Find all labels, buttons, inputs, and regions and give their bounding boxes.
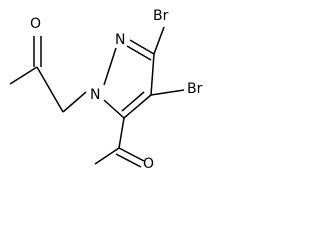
atom-nitrogen-n1: N [90,87,100,103]
bond-c5-acetyl-c [118,117,125,149]
bond-c4-c5-double [121,91,152,119]
bond-c4-br-right [150,89,185,96]
bond-ketone-c-ch2 [36,66,64,113]
atom-bromine-top: Br [153,8,169,24]
atom-oxygen-ketone: O [30,16,41,32]
bond-n2-c3-double [126,39,155,61]
molecule-structure: O N N Br Br O [9,8,203,172]
atom-nitrogen-n2: N [115,32,125,48]
bond-ketone-c-o-double [33,36,42,67]
bond-ch2-n1 [62,91,87,113]
bond-c3-br-top [153,26,165,55]
atom-oxygen-acetyl: O [143,156,154,172]
atom-bromine-right: Br [187,81,203,97]
bond-c5-n1 [103,99,125,119]
bond-acetyl-c-o-double [115,147,145,168]
bond-acetyl-c-methyl [94,147,120,165]
bond-n1-n2 [103,47,117,86]
bond-c3-c4 [150,53,155,96]
bond-methyl-ketone-c [9,66,38,85]
